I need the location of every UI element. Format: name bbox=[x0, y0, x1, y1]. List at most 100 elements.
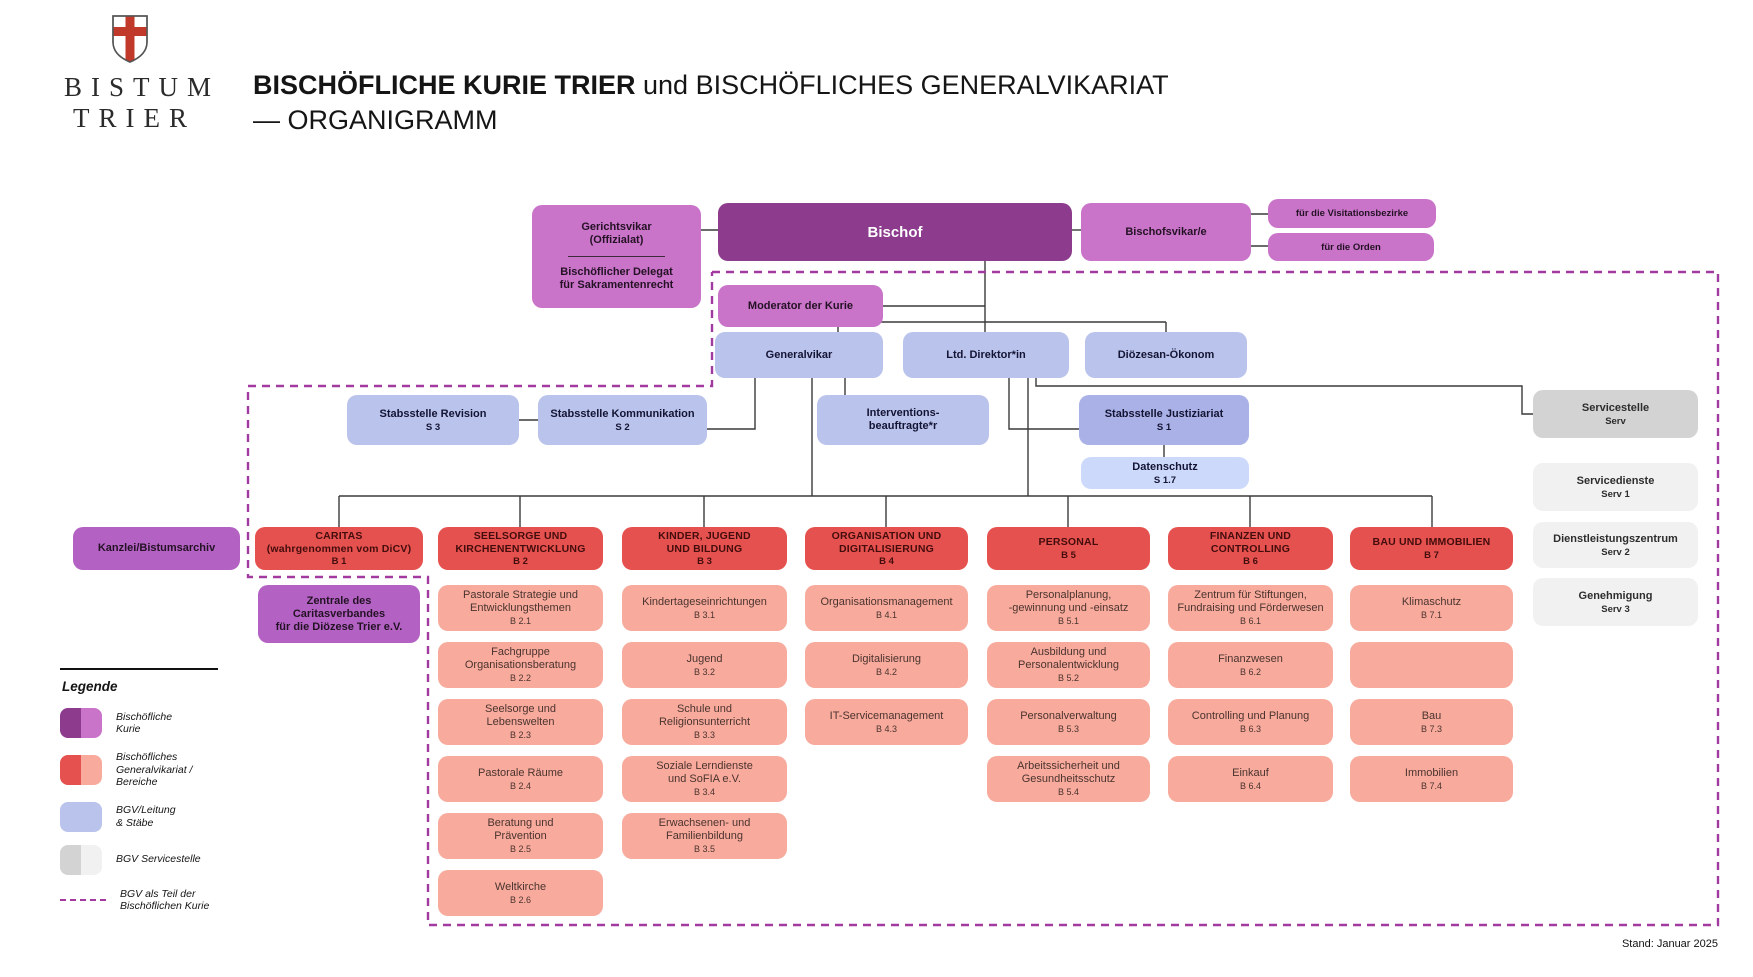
legend-label: Bischöfliche Kurie bbox=[116, 710, 173, 736]
node-label: Kindertageseinrichtungen bbox=[642, 595, 767, 608]
node-label: Controlling und Planung bbox=[1191, 709, 1310, 722]
node-code: B 1 bbox=[331, 556, 347, 567]
legend-item-generalvikariat: Bischöfliches Generalvikariat / Bereiche bbox=[60, 751, 245, 789]
org-node-b6-1: Zentrum für Stiftungen,Fundraising und F… bbox=[1168, 585, 1333, 631]
node-label: (wahrgenommen vom DiCV) bbox=[266, 542, 412, 555]
node-label: Caritasverbandes bbox=[292, 607, 386, 620]
node-code: B 6.3 bbox=[1239, 723, 1261, 734]
node-label: DIGITALISIERUNG bbox=[839, 542, 934, 555]
node-label: Fachgruppe bbox=[491, 646, 550, 658]
node-label: ORGANISATION UND bbox=[831, 530, 942, 542]
org-node-ltd-direktor: Ltd. Direktor*in bbox=[903, 332, 1069, 378]
node-label: Servicestelle bbox=[1581, 401, 1650, 414]
legend-rule bbox=[60, 668, 218, 670]
page-title: BISCHÖFLICHE KURIE TRIER und BISCHÖFLICH… bbox=[253, 68, 1169, 138]
node-label: FINANZEN UND bbox=[1209, 530, 1292, 542]
node-code: B 3.3 bbox=[693, 730, 715, 740]
node-label: Soziale Lerndienste bbox=[656, 760, 753, 772]
node-code: B 5.2 bbox=[1057, 673, 1079, 683]
node-code: B 3.5 bbox=[693, 844, 715, 854]
node-label: für die Diözese Trier e.V. bbox=[275, 620, 403, 633]
node-code: B 3.1 bbox=[693, 609, 715, 620]
node-label: Bischöflicher Delegat bbox=[560, 266, 673, 278]
node-label: Finanzwesen bbox=[1218, 652, 1283, 665]
node-label: Digitalisierung bbox=[851, 652, 922, 665]
node-code: B 6.1 bbox=[1239, 616, 1261, 626]
node-code: B 2.4 bbox=[509, 780, 531, 791]
node-label: PERSONAL bbox=[1038, 536, 1099, 549]
legend-item-servicestelle: BGV Servicestelle bbox=[60, 844, 245, 875]
node-label: Kanzlei/Bistumsarchiv bbox=[97, 542, 216, 554]
legend-label: BGV Servicestelle bbox=[116, 853, 201, 866]
node-code: B 6.2 bbox=[1239, 666, 1261, 677]
node-label: Jugend bbox=[686, 652, 723, 665]
generalvikariat-swatch-icon bbox=[60, 754, 102, 785]
org-node-gerichtsvikar: Gerichtsvikar(Offizialat) Bischöflicher D… bbox=[532, 205, 701, 308]
org-node-generalvikar: Generalvikar bbox=[715, 332, 883, 378]
node-label: Organisationsmanagement bbox=[820, 595, 953, 608]
node-label: Pastorale Strategie und bbox=[463, 589, 578, 601]
node-code: B 2.2 bbox=[509, 673, 531, 683]
node-label: (Offizialat) bbox=[589, 234, 644, 246]
node-label: KINDER, JUGEND bbox=[658, 530, 751, 542]
node-label: Gerichtsvikar bbox=[581, 221, 652, 233]
node-label: Stabsstelle Revision bbox=[379, 407, 487, 420]
node-label: Pastorale Räume bbox=[478, 766, 563, 779]
stand-date: Stand: Januar 2025 bbox=[1621, 938, 1718, 950]
node-label: Religionsunterricht bbox=[658, 716, 751, 728]
node-label: Seelsorge und bbox=[485, 703, 556, 715]
node-label: Generalvikar bbox=[765, 348, 833, 361]
node-code: B 2.6 bbox=[509, 894, 531, 905]
node-label: Bischof bbox=[867, 223, 923, 241]
node-label: KIRCHENENTWICKLUNG bbox=[455, 542, 586, 555]
org-node-dioezesan-oekonom: Diözesan-Ökonom bbox=[1085, 332, 1247, 378]
node-label: Servicedienste bbox=[1576, 474, 1655, 487]
node-label: Stabsstelle Justiziariat bbox=[1104, 407, 1224, 420]
node-code: B 4 bbox=[879, 556, 894, 567]
node-code: Serv 1 bbox=[1601, 488, 1630, 500]
node-code: B 5.4 bbox=[1057, 787, 1079, 797]
node-label: UND BILDUNG bbox=[666, 542, 743, 555]
node-code: B 5 bbox=[1061, 549, 1076, 561]
bistum-trier-logo: BISTUM TRIER bbox=[55, 14, 211, 134]
node-code: B 5.3 bbox=[1057, 723, 1079, 734]
legend: Legende Bischöfliche Kurie Bischöfliches… bbox=[60, 668, 245, 926]
title-bold: BISCHÖFLICHE KURIE TRIER bbox=[253, 70, 636, 100]
node-label: Prävention bbox=[494, 830, 547, 842]
logo-word-trier: TRIER bbox=[73, 103, 196, 133]
node-code: S 1 bbox=[1156, 421, 1172, 433]
node-label: Arbeitssicherheit und bbox=[1017, 760, 1120, 772]
kurie-swatch-icon bbox=[60, 708, 102, 738]
node-code: B 6 bbox=[1243, 556, 1258, 567]
node-label: Familienbildung bbox=[665, 830, 744, 842]
node-code: S 1.7 bbox=[1153, 474, 1177, 486]
org-connector-line bbox=[1035, 378, 1533, 415]
node-code: B 4.2 bbox=[875, 666, 897, 677]
node-label: Erwachsenen- und bbox=[658, 817, 751, 829]
legend-item-bgv-kurie: BGV als Teil der Bischöflichen Kurie bbox=[60, 888, 245, 913]
